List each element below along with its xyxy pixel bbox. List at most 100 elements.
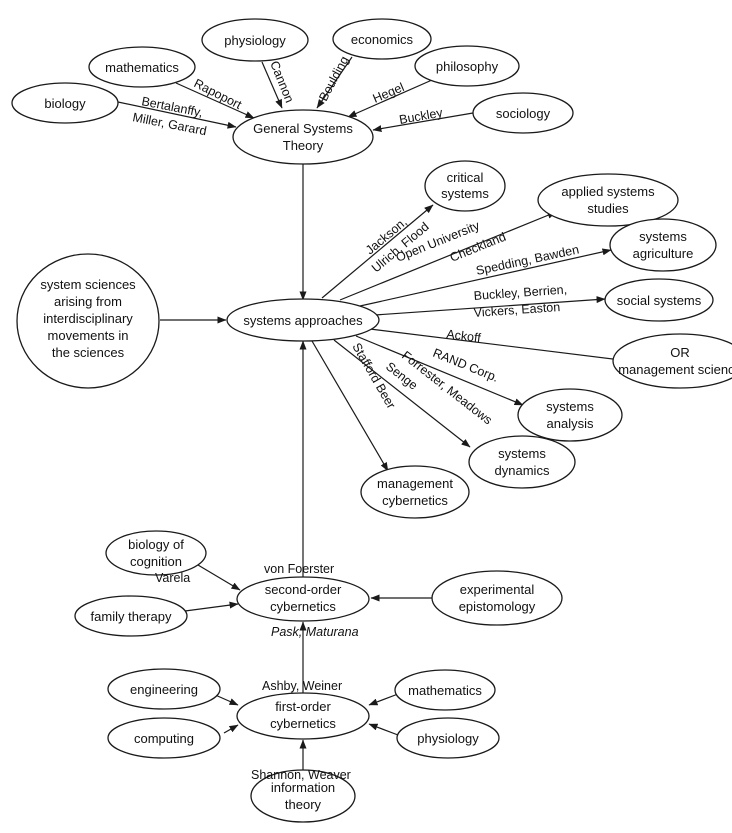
edge-sa-or <box>369 328 646 366</box>
edge-philosophy-gst <box>347 79 433 118</box>
svg-text:sociology: sociology <box>496 106 551 121</box>
svg-text:critical: critical <box>447 170 484 185</box>
svg-text:cognition: cognition <box>130 554 182 569</box>
svg-text:economics: economics <box>351 32 414 47</box>
svg-text:OR: OR <box>670 345 690 360</box>
svg-text:applied systems: applied systems <box>561 184 655 199</box>
edge-mathematics-gst <box>175 82 255 119</box>
node-biology-of-cognition: biology of cognition <box>105 530 207 576</box>
svg-text:Theory: Theory <box>283 138 324 153</box>
svg-text:system sciences: system sciences <box>40 277 136 292</box>
node-mathematics-bottom: mathematics <box>394 669 496 711</box>
svg-text:dynamics: dynamics <box>495 463 550 478</box>
label-buckley-berrien: Buckley, Berrien, <box>473 283 567 303</box>
node-systems-dynamics: systems dynamics <box>468 435 576 489</box>
edge-math-first <box>368 693 399 706</box>
svg-text:management science: management science <box>618 362 732 377</box>
label-varela: Varela <box>155 571 190 585</box>
edge-economics-gst <box>316 56 353 109</box>
svg-text:epistomology: epistomology <box>459 599 536 614</box>
label-hegel: Hegel <box>371 80 407 106</box>
label-cannon: Cannon <box>267 59 296 105</box>
svg-text:family therapy: family therapy <box>91 609 172 624</box>
node-systems-agriculture: systems agriculture <box>609 218 717 272</box>
node-social-systems: social systems <box>604 278 714 322</box>
svg-text:theory: theory <box>285 797 322 812</box>
svg-text:physiology: physiology <box>417 731 479 746</box>
svg-text:movements in: movements in <box>48 328 129 343</box>
node-engineering: engineering <box>107 668 221 710</box>
node-general-systems-theory: General Systems Theory <box>232 109 374 165</box>
svg-text:mathematics: mathematics <box>105 60 179 75</box>
edge-computing-first <box>223 724 239 734</box>
edge-family-second <box>184 601 239 612</box>
svg-text:first-order: first-order <box>275 699 331 714</box>
edge-sa-critical <box>321 204 434 299</box>
node-economics: economics <box>332 18 432 60</box>
svg-text:systems approaches: systems approaches <box>243 313 363 328</box>
svg-text:computing: computing <box>134 731 194 746</box>
svg-text:cybernetics: cybernetics <box>382 493 448 508</box>
label-ashby-weiner: Ashby, Weiner <box>262 679 342 693</box>
svg-text:arising from: arising from <box>54 294 122 309</box>
node-system-sciences: system sciences arising from interdiscip… <box>16 253 160 389</box>
svg-text:interdisciplinary: interdisciplinary <box>43 311 133 326</box>
node-systems-analysis: systems analysis <box>517 388 623 442</box>
svg-text:agriculture: agriculture <box>633 246 694 261</box>
svg-text:social systems: social systems <box>617 293 702 308</box>
node-second-order-cybernetics: second-order cybernetics <box>236 576 370 622</box>
svg-text:information: information <box>271 780 335 795</box>
svg-text:philosophy: philosophy <box>436 59 499 74</box>
node-biology: biology <box>11 82 119 124</box>
label-shannon-weaver: Shannon, Weaver <box>251 768 351 782</box>
edge-sa-applied <box>339 211 557 301</box>
label-boulding: Boulding <box>316 54 351 104</box>
edge-sa-analysis <box>355 335 524 406</box>
node-systems-approaches: systems approaches <box>226 298 380 342</box>
label-buckley-gst: Buckley <box>398 105 444 127</box>
node-management-cybernetics: management cybernetics <box>360 465 470 519</box>
edge-biology-gst <box>117 101 237 129</box>
svg-text:management: management <box>377 476 453 491</box>
svg-text:systems: systems <box>639 229 687 244</box>
edge-physiology-gst <box>261 61 283 109</box>
svg-text:studies: studies <box>587 201 629 216</box>
svg-text:the sciences: the sciences <box>52 345 125 360</box>
edge-sociology-gst <box>372 112 474 133</box>
label-ackoff: Ackoff <box>446 327 482 345</box>
node-philosophy: philosophy <box>414 45 520 87</box>
node-computing: computing <box>107 717 221 759</box>
node-physiology-bottom: physiology <box>396 717 500 759</box>
edge-phys-first <box>368 723 399 736</box>
node-information-theory: information theory <box>250 769 356 823</box>
svg-text:systems: systems <box>546 399 594 414</box>
svg-text:systems: systems <box>498 446 546 461</box>
label-vickers-easton: Vickers, Easton <box>473 300 560 320</box>
svg-text:physiology: physiology <box>224 33 286 48</box>
svg-text:engineering: engineering <box>130 682 198 697</box>
node-physiology-top: physiology <box>201 18 309 62</box>
svg-text:experimental: experimental <box>460 582 535 597</box>
node-mathematics-top: mathematics <box>88 46 196 88</box>
node-or-management-science: OR management science <box>612 333 732 389</box>
svg-text:mathematics: mathematics <box>408 683 482 698</box>
node-applied-systems-studies: applied systems studies <box>537 173 679 227</box>
label-pask-maturana: Pask, Maturana <box>271 625 359 639</box>
svg-text:cybernetics: cybernetics <box>270 599 336 614</box>
node-experimental-epistomology: experimental epistomology <box>431 570 563 626</box>
svg-text:analysis: analysis <box>547 416 594 431</box>
node-family-therapy: family therapy <box>74 595 188 637</box>
edge-biocog-second <box>197 564 241 591</box>
svg-text:biology: biology <box>44 96 86 111</box>
svg-text:biology of: biology of <box>128 537 184 552</box>
edge-sa-mgmt-cyb <box>311 340 389 472</box>
svg-text:second-order: second-order <box>265 582 342 597</box>
edge-sa-social <box>374 296 606 316</box>
svg-text:General Systems: General Systems <box>253 121 353 136</box>
node-sociology: sociology <box>472 92 574 134</box>
svg-text:systems: systems <box>441 186 489 201</box>
svg-text:cybernetics: cybernetics <box>270 716 336 731</box>
node-first-order-cybernetics: first-order cybernetics <box>236 692 370 740</box>
edge-sa-agriculture <box>359 248 612 307</box>
